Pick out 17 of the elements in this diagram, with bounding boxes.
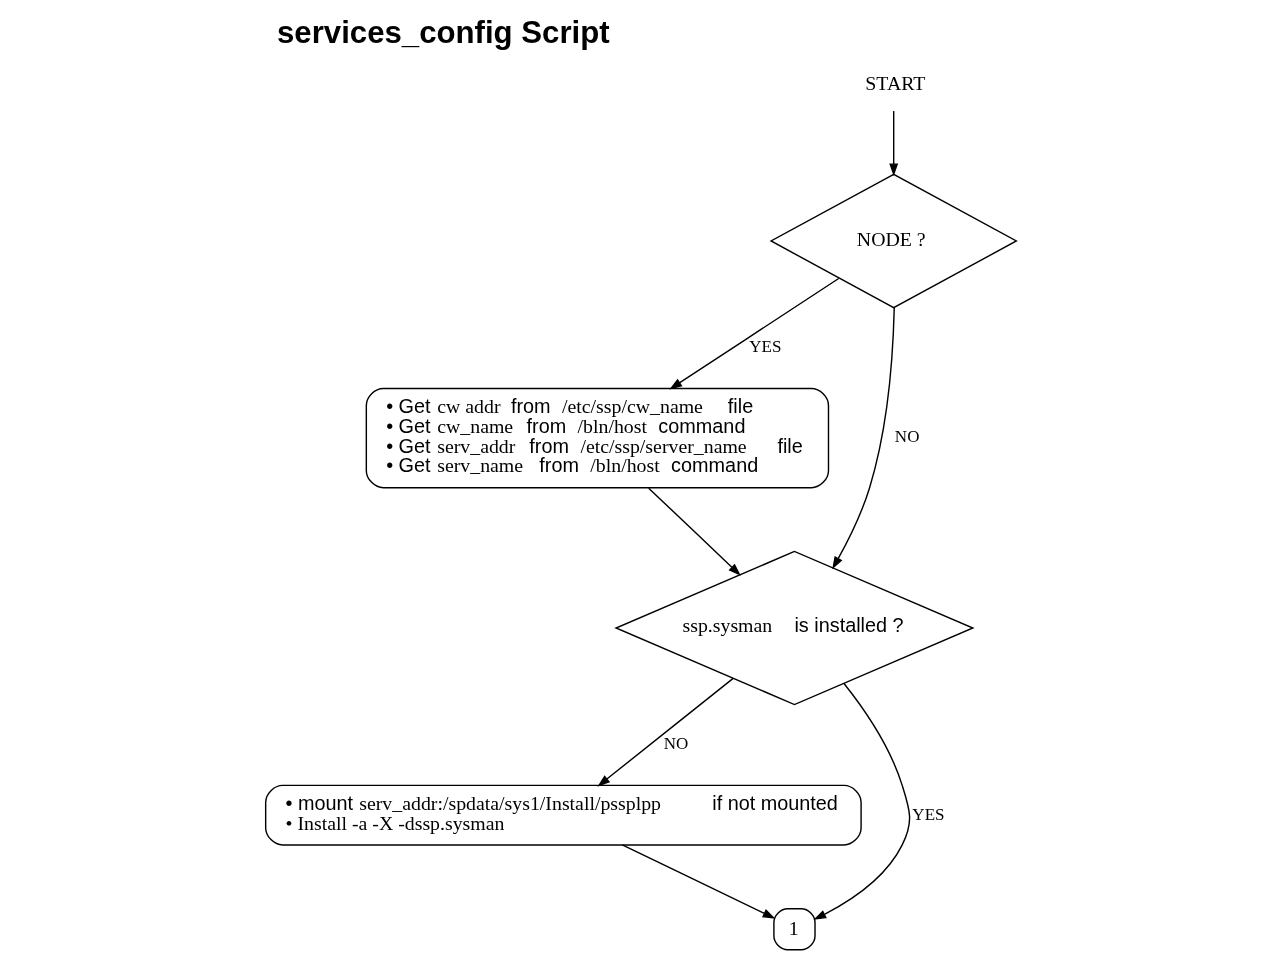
edge-label: YES bbox=[749, 337, 782, 357]
diagram-title: services_config Script bbox=[277, 15, 610, 51]
node-diamond: NODE ? bbox=[769, 173, 1018, 309]
edge-label: NO bbox=[894, 427, 920, 447]
node-diamond: ssp.sysman is installed ? bbox=[614, 550, 975, 706]
node-box: • mount serv_addr:/spdata/sys1/Install/pssplpp if not mounted • Install -a -X -dssp.sysman bbox=[264, 784, 862, 846]
arrow bbox=[647, 487, 741, 576]
arrow bbox=[621, 844, 776, 919]
arrow bbox=[813, 682, 911, 920]
arrow bbox=[597, 677, 734, 787]
edge-label: YES bbox=[912, 804, 945, 824]
node-text: START bbox=[865, 72, 926, 95]
arrow bbox=[832, 307, 895, 570]
arrow bbox=[889, 110, 899, 177]
arrow bbox=[669, 277, 840, 390]
node-box: • Get cw addr from /etc/ssp/cw_name file • Get cw_name from /bln/host command • Get serv_addr from /etc/ssp/server_name file • Get serv_name from /bln/host command bbox=[365, 387, 830, 489]
edge-label: NO bbox=[663, 734, 689, 754]
